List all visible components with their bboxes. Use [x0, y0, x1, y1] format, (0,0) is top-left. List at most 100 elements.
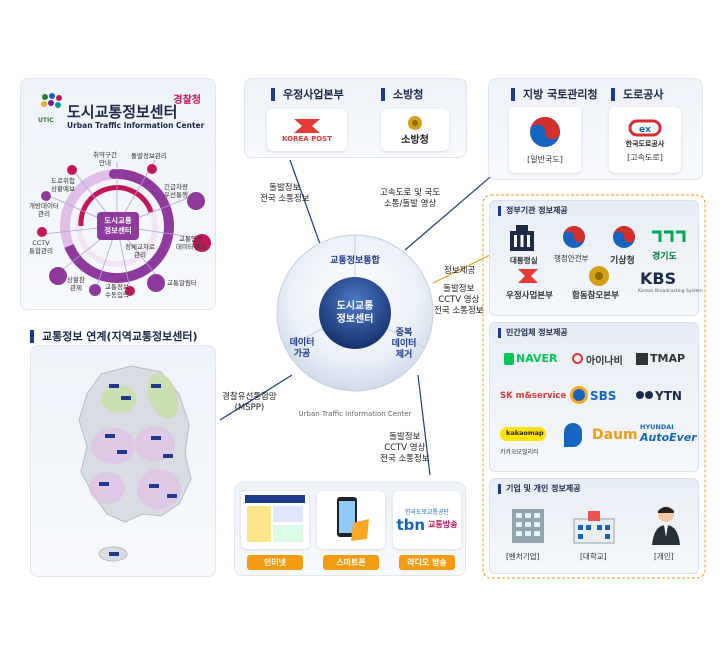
mof-header: 지방 국토관리청 — [511, 88, 598, 101]
node-dot — [147, 274, 165, 292]
fire-agency-logo: 소방청 — [381, 109, 449, 151]
kbs-sub-text: Korean Broadcasting System — [638, 289, 703, 294]
gov-item: 합동참모본부 — [572, 291, 619, 301]
smartphone-image — [317, 491, 385, 549]
gov-item: 경기도 — [652, 252, 677, 262]
line-hub-providers — [432, 254, 491, 284]
utic-panel: UTIC 경찰청 도시교통정보센터 Urban Traffic Informat… — [20, 78, 216, 310]
smartphone-button: 스마트폰 — [323, 555, 379, 570]
hub-center-line: 정보센터 — [336, 314, 374, 325]
post-fire-panel: 우정사업본부 소방청 KOREA POST 소방청 — [244, 78, 467, 158]
kakaomobility-pin-icon — [564, 423, 582, 447]
post-header: 우정사업본부 — [271, 88, 344, 101]
corp-title: 기업 및 개인 정보제공 — [498, 484, 581, 494]
hub-right-line: 데이터 — [391, 339, 417, 349]
hub-right-line: 중복 — [395, 328, 413, 338]
presidential-office-icon — [510, 225, 534, 251]
kma-taegeuk-icon — [613, 226, 635, 248]
private-item-daum: Daum — [592, 427, 638, 443]
conn-text: 돌발정보 — [269, 183, 301, 193]
media-panel: 한국도로교통공단 tbn 교통방송 인터넷 스마트폰 라디오 방송 — [234, 482, 466, 576]
sbs-icon — [570, 386, 588, 404]
private-item-kakaomap: kakaomap — [506, 429, 544, 437]
private-item-tmap: TMAP — [650, 352, 686, 365]
university-building-icon — [573, 511, 615, 544]
person-icon — [652, 506, 680, 545]
corp-providers-panel: 기업 및 개인 정보제공 [벤처기업] [대학교] [개인] — [489, 478, 699, 574]
internet-screenshot — [241, 491, 309, 549]
hub-right-label: 중복 데이터 제거 — [384, 328, 424, 361]
node-dot — [187, 192, 205, 210]
hub-sphere — [276, 234, 434, 392]
conn-label-media: 돌발정보 CCTV 영상 전국 소통정보 — [380, 432, 430, 465]
hub-left-line: 가공 — [293, 349, 311, 359]
ex-header: 도로공사 — [611, 88, 663, 101]
conn-label-mof: 고속도로 및 국도 소통/돌발 영상 — [380, 188, 440, 210]
venture-building-icon — [512, 509, 544, 543]
ex-name: 한국도로공사 — [625, 140, 665, 148]
node-dot — [193, 234, 211, 252]
node-label: 교통알림터 — [167, 279, 197, 287]
conn-label-mspp: 경찰유선통합망 (MSPP) — [222, 392, 277, 414]
node-dot — [125, 286, 135, 296]
private-item-sk: SK m&service — [500, 391, 567, 401]
korea-map — [78, 365, 192, 562]
taegeuk-icon — [530, 117, 560, 147]
conn-text: CCTV 영상 — [384, 443, 426, 453]
mois-taegeuk-icon — [563, 226, 585, 248]
conn-text: 소통/돌발 영상 — [383, 199, 437, 209]
radio-button: 라디오 방송 — [399, 555, 455, 570]
agency-label: 경찰청 — [173, 95, 201, 106]
gov-item: 행정안전부 — [554, 254, 589, 263]
hub-right-line: 제거 — [395, 350, 413, 360]
node-dot — [37, 227, 47, 237]
conn-label-post: 돌발정보 전국 소통정보 — [260, 183, 310, 205]
hub-top-label: 교통정보통합 — [330, 256, 380, 266]
node-dot — [67, 165, 77, 175]
hub-left-label: 데이터 가공 — [282, 338, 322, 360]
hub-left-line: 데이터 — [289, 338, 315, 348]
private-item-hyundai: HYUNDAI — [640, 423, 674, 431]
corp-item: [대학교] — [580, 552, 607, 561]
conn-text: 경찰유선통합망 — [222, 392, 277, 402]
node-label: 돌발정보관리 — [131, 152, 167, 160]
hub-center-label: 도시교통 정보센터 — [320, 300, 390, 326]
line-hub-media — [417, 374, 431, 476]
gov-item: 기상청 — [610, 256, 635, 266]
utic-logo-icon — [39, 91, 63, 119]
fire-header: 소방청 — [381, 88, 423, 101]
conn-label-providers: 돌발정보 CCTV 영상 전국 소통정보 — [434, 284, 484, 317]
korea-post-logo: KOREA POST — [267, 109, 347, 151]
ex-logo-card: ex 한국도로공사 [고속도로] — [609, 107, 681, 173]
private-item-naver: NAVER — [516, 352, 558, 365]
conn-text: (MSPP) — [234, 403, 265, 413]
utic-logo-text: UTIC — [38, 117, 54, 124]
node-dot — [147, 164, 157, 174]
web-page-icon — [245, 495, 305, 542]
svg-text:ex: ex — [639, 125, 651, 135]
kbs-logo-text: KBS — [640, 269, 677, 288]
fire-emblem-icon — [408, 115, 422, 130]
private-title: 민간업체 정보제공 — [498, 328, 568, 338]
korea-post-icon — [294, 119, 320, 133]
ytn-dot-icon — [636, 391, 644, 399]
tbn-small: 한국도로교통공단 — [404, 508, 450, 516]
conn-text: 고속도로 및 국도 — [380, 188, 441, 198]
fire-agency-text: 소방청 — [401, 134, 429, 146]
regional-map-panel — [30, 345, 216, 577]
conn-text: 돌발정보 — [443, 284, 475, 294]
conn-text: CCTV 영상 — [438, 295, 480, 305]
gov-item: 우정사업본부 — [506, 291, 553, 301]
smartphone-icon — [337, 497, 369, 541]
providers-dashed-box — [482, 194, 706, 579]
internet-button: 인터넷 — [247, 555, 303, 570]
tmap-icon — [636, 353, 648, 365]
korea-post-text: KOREA POST — [282, 135, 332, 143]
private-item-autoever: AutoEver — [640, 431, 697, 444]
